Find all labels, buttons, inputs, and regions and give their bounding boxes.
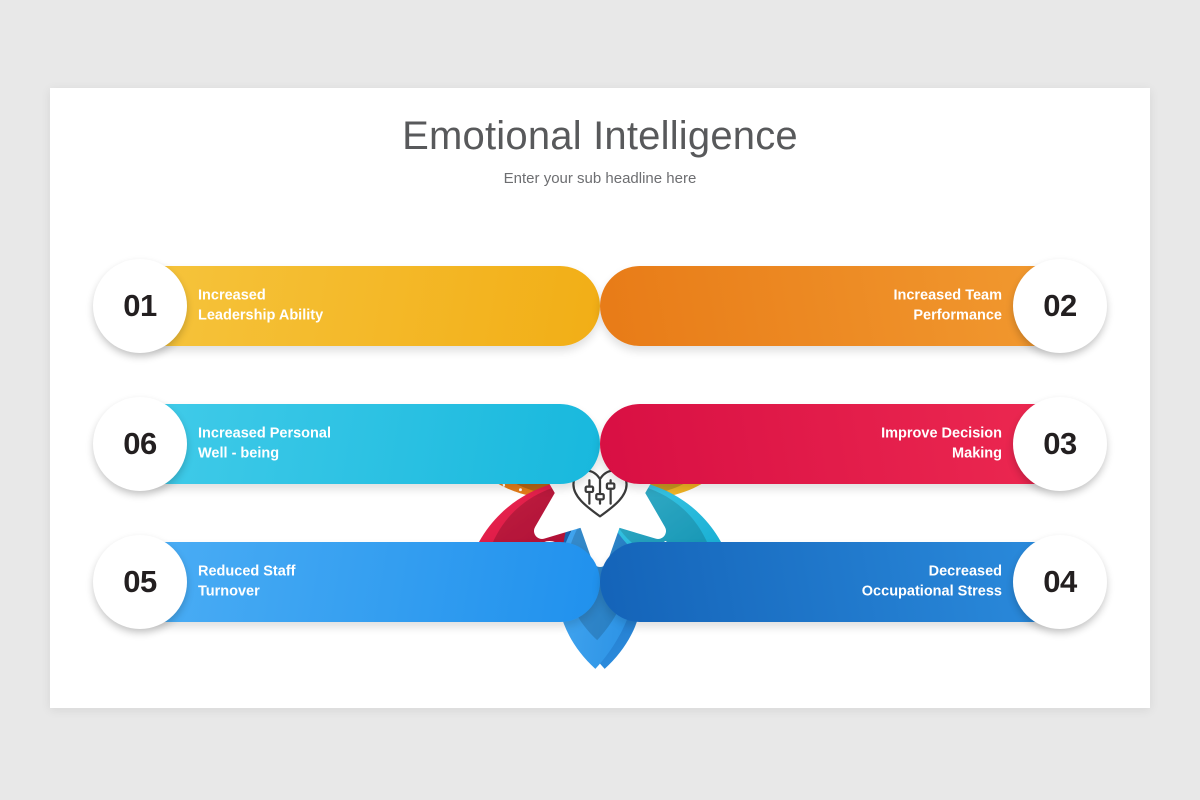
item-04-number: 04: [1013, 535, 1107, 629]
item-05-number: 05: [93, 535, 187, 629]
item-02-bar[interactable]: 02 Increased Team Performance: [600, 259, 1107, 353]
row-2: 06 Increased Personal Well - being 03 Im…: [50, 396, 1150, 492]
item-04-bar[interactable]: 04 Decreased Occupational Stress: [600, 535, 1107, 629]
item-06-bar[interactable]: 06 Increased Personal Well - being: [93, 397, 600, 491]
header: Emotional Intelligence Enter your sub he…: [50, 114, 1150, 187]
item-02-number: 02: [1013, 259, 1107, 353]
item-01-number: 01: [93, 259, 187, 353]
item-02-label: Increased Team Performance: [893, 287, 1002, 323]
item-01-bar[interactable]: 01 Increased Leadership Ability: [93, 259, 600, 353]
item-04-label: Decreased Occupational Stress: [861, 563, 1002, 599]
row-1: 01 Increased Leadership Ability 02 Incre…: [50, 258, 1150, 354]
item-01-label: Increased Leadership Ability: [198, 287, 324, 323]
item-03-number: 03: [1013, 397, 1107, 491]
item-06-label: Increased Personal Well - being: [198, 425, 331, 461]
item-05-bar[interactable]: 05 Reduced Staff Turnover: [93, 535, 600, 629]
item-05-label: Reduced Staff Turnover: [198, 563, 296, 599]
item-06-number: 06: [93, 397, 187, 491]
item-03-label: Improve Decision Making: [881, 425, 1002, 461]
page-subtitle: Enter your sub headline here: [503, 170, 697, 187]
row-3: 05 Reduced Staff Turnover 04 Decreased O…: [50, 534, 1150, 630]
slide-canvas: Emotional Intelligence Enter your sub he…: [50, 88, 1150, 708]
heart-equalizer-icon: [566, 459, 634, 527]
page-title: Emotional Intelligence: [402, 114, 798, 158]
team-flag-icon: [648, 329, 714, 395]
item-03-bar[interactable]: 03 Improve Decision Making: [600, 397, 1107, 491]
